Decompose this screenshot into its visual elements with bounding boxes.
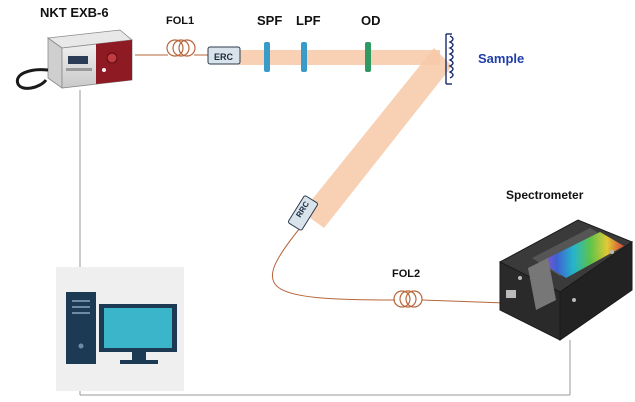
laser-source-icon (15, 29, 133, 90)
excitation-beam (238, 50, 440, 65)
spectrometer-icon (498, 219, 634, 341)
fol1-label: FOL1 (166, 15, 195, 27)
erc-collimator (207, 46, 241, 65)
fol2-coil-icon (393, 290, 423, 308)
computer-icon (56, 267, 184, 391)
collection-beam (302, 48, 452, 228)
source-label: NKT EXB-6 (40, 5, 109, 20)
beam-paths (238, 48, 452, 228)
fol1-coil-icon (166, 39, 196, 57)
od-label: OD (361, 13, 381, 28)
fol2-label: FOL2 (392, 268, 421, 280)
erc-label: ERC (214, 52, 234, 62)
sample-holder-icon (445, 33, 454, 85)
lpf-label: LPF (296, 13, 321, 28)
lpf-filter (301, 42, 307, 72)
spf-filter (264, 42, 270, 72)
spectrometer-label: Spectrometer (506, 188, 584, 202)
fiber-fol2-to-spectrometer (421, 299, 506, 304)
fiber-lines (135, 54, 506, 304)
od-filter (365, 42, 371, 72)
spf-label: SPF (257, 13, 283, 28)
fiber-rrc-to-fol2 (271, 227, 396, 301)
rrc-collimator (287, 195, 319, 231)
sample-label: Sample (478, 51, 525, 66)
